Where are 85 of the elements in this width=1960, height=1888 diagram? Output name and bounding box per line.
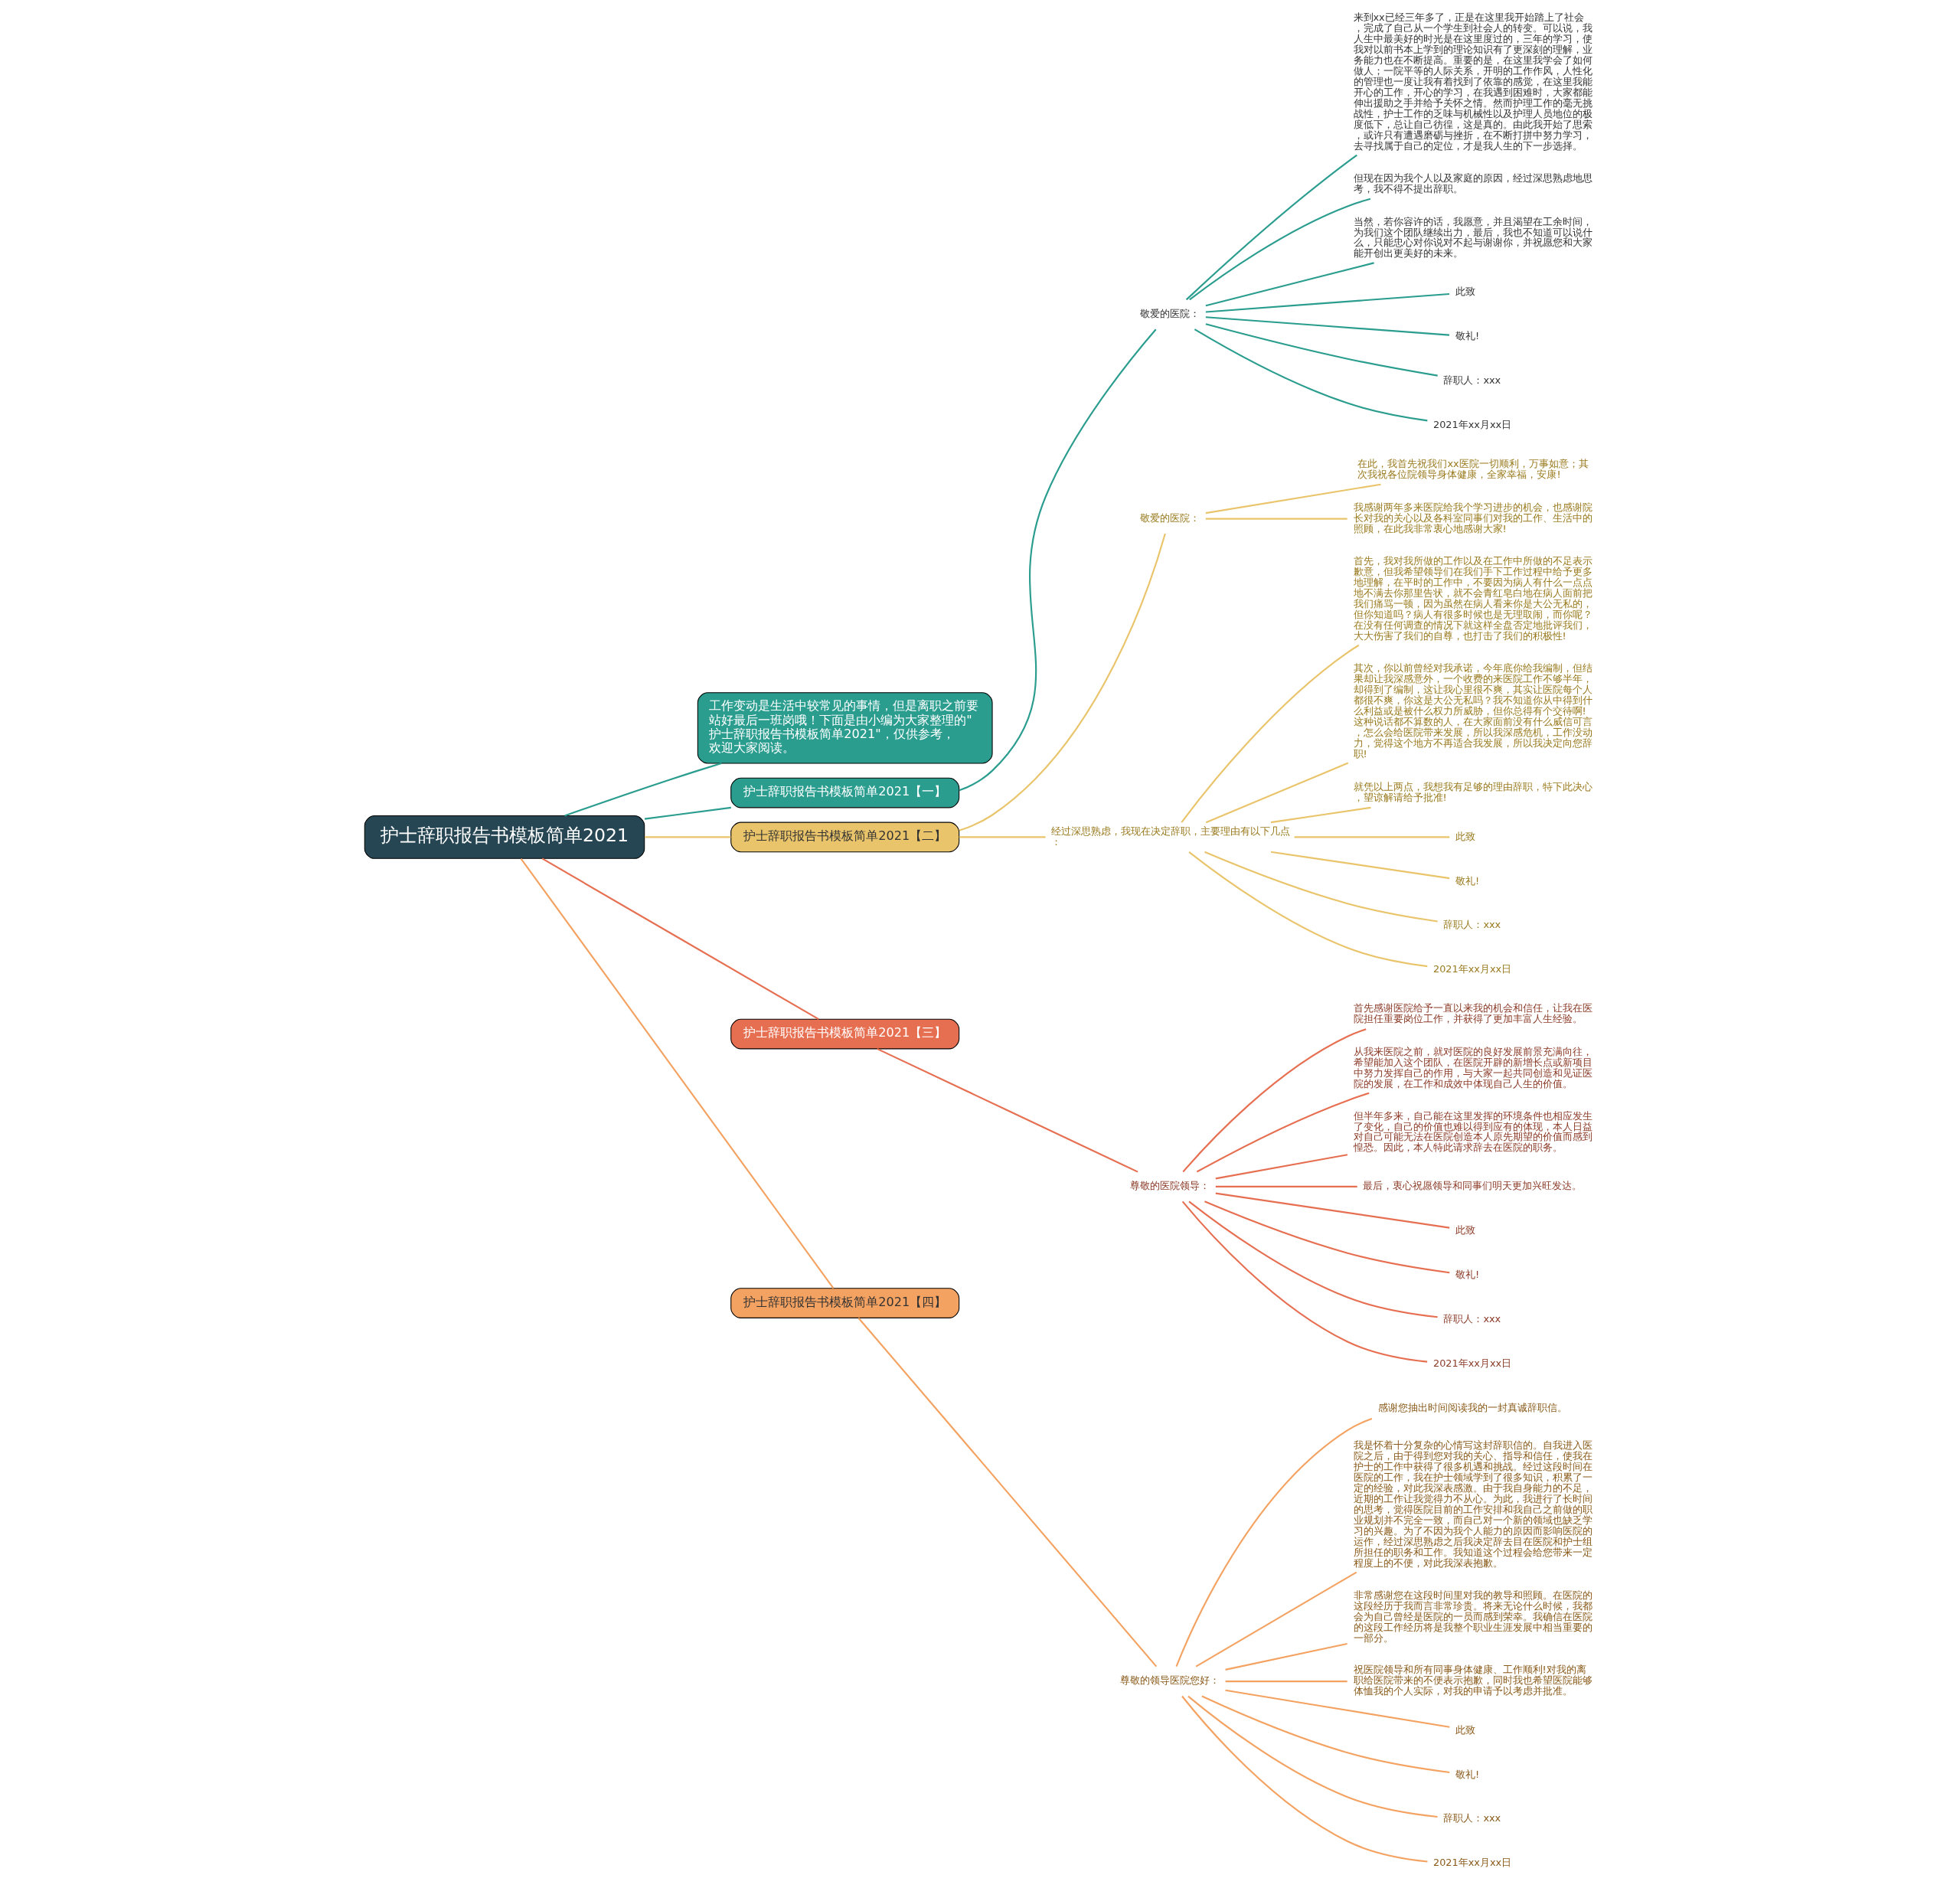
node-text: 非常感谢您在这段时间里对我的教导和照顾。在医院的这段经历于我而言非常珍贵。将来无论什么时候，我都会为自己曾经是医院的一员而感到荣幸。我确信在医院的这段工作经历将是我整个职业生涯发展中相当重要的一部分。	[1353, 1589, 1592, 1644]
connector	[1270, 806, 1371, 824]
node-text: 敬礼!	[1455, 874, 1479, 887]
node-text: 但现在因为我个人以及家庭的原因，经过深思熟虑地思考，我不得不提出辞职。	[1353, 171, 1592, 194]
connector	[876, 1047, 1138, 1173]
connector	[1205, 483, 1381, 514]
node-text: 但半年多来，自己能在这里发挥的环境条件也相应发生了变化，自己的价值也难以得到应有的体现，本人日益对自己可能无法在医院创造本人原先期望的价值而感到惶恐。因此，本人特此请求辞去在医院的职务。	[1353, 1109, 1592, 1154]
connector	[1194, 328, 1427, 422]
node-text: 辞职人：xxx	[1442, 919, 1501, 931]
connector	[959, 328, 1156, 792]
connector	[858, 1317, 1157, 1668]
connector	[1205, 262, 1374, 307]
connector	[1205, 518, 1348, 520]
node-text: 尊敬的医院领导：	[1129, 1180, 1210, 1192]
node-text: 此致	[1455, 1224, 1475, 1236]
node-text: 此致	[1455, 830, 1475, 842]
node-text: 敬爱的医院：	[1139, 308, 1200, 320]
connector	[959, 836, 1046, 838]
node-box: 护士辞职报告书模板简单2021【二】	[730, 822, 959, 853]
node-text: 辞职人：xxx	[1442, 374, 1501, 386]
node-text: 敬礼!	[1455, 330, 1479, 342]
connector	[1187, 1200, 1438, 1318]
connector	[1181, 1695, 1428, 1863]
connector	[1224, 1689, 1449, 1728]
connector	[1215, 1192, 1449, 1229]
connector	[1180, 644, 1359, 823]
connector	[644, 806, 731, 820]
node-text: 辞职人：xxx	[1442, 1312, 1501, 1325]
node-text: 我感谢两年多来医院给我个学习进步的机会，也感谢院长对我的关心以及各科室同事们对我的工作、生活中的照顾，在此我非常衷心地感谢大家!	[1353, 501, 1592, 534]
node-text: 在此，我首先祝我们xx医院一切顺利，万事如意；其次我祝各位院领导身体健康，全家幸福，安康!	[1357, 457, 1589, 480]
connector	[1195, 1571, 1357, 1668]
connector	[1188, 198, 1370, 301]
node-text: 经过深思熟虑，我现在决定辞职，主要理由有以下几点：	[1050, 825, 1290, 848]
connector	[1187, 851, 1427, 968]
node-text: 敬礼!	[1455, 1768, 1479, 1780]
node-text: 敬礼!	[1455, 1268, 1479, 1280]
connector	[1215, 1185, 1357, 1187]
node-box: 工作变动是生活中较常见的事情，但是离职之前要站好最后一班岗哦！下面是由小编为大家整理的"护士辞职报告书模板简单2021"，仅供参考，欢迎大家阅读。	[697, 692, 993, 764]
connector	[959, 533, 1166, 831]
connector	[644, 836, 730, 838]
node-text: 辞职人：xxx	[1442, 1812, 1501, 1824]
connector	[1205, 762, 1348, 824]
connector	[1270, 851, 1449, 880]
connector	[1204, 1200, 1449, 1274]
connector	[1205, 316, 1449, 336]
node-text: 我是怀着十分复杂的心情写这封辞职信的。自我进入医院之后，由于得到您对我的关心、指导和信任，使我在护士的工作中获得了很多机遇和挑战。经过这段时间在医院的工作，我在护士领域学到了很多知识，积累了一定的经验，对此我深表感激。由于我自身能力的不足，近期的工作让我觉得力不从心。为此，我进行了长时间的思考，觉得医院目前的工作安排和我自己之前做的职业规划并不完全一致，而自己对一个新的领域也缺乏学习的兴趣。为了不因为我个人能力的原因而影响医院的运作，经过深思熟虑之后我决定辞去目在医院和护士组所担任的职务和工作。我知道这个过程会给您带来一定程度上的不便，对此我深表抱歉。	[1353, 1439, 1592, 1569]
node-text: 其次，你以前曾经对我承诺，今年底你给我编制，但结果却让我深感意外，一个收费的来医院工作不够半年，却得到了编制，这让我心里很不爽，其实让医院每个人都很不爽，你这是大公无私吗？我不知道你从中得到什么利益或是被什么权力所威胁，但你总得有个交待啊!这种说话都不算数的人，在大家面前没有什么威信可言，怎么会给医院带来发展，所以我深感危机，工作没动力，觉得这个地方不再适合我发展，所以我决定向您辞职!	[1353, 662, 1592, 759]
connector	[1215, 1154, 1348, 1180]
connector	[1204, 851, 1438, 923]
connector	[1294, 836, 1449, 838]
node-text: 从我来医院之前，就对医院的良好发展前景充满向往，希望能加入这个团队，在医院开辟的新增长点或新项目中努力发挥自己的作用，与大家一起共同创造和见证医院的发展，在工作和成效中体现自己人生的价值。	[1353, 1046, 1592, 1089]
node-box: 护士辞职报告书模板简单2021【四】	[730, 1288, 959, 1318]
node-text: 当然，若你容许的话，我愿意，并且渴望在工余时间，为我们这个团队继续出力，最后，我也不知道可以说什么，只能忠心对你说对不起与谢谢你，并祝愿您和大家能开创出更美好的未来。	[1353, 215, 1592, 260]
node-box: 护士辞职报告书模板简单2021	[364, 815, 645, 859]
node-text: 2021年xx月xx日	[1432, 1857, 1511, 1869]
connector	[1224, 1642, 1348, 1671]
node-box: 护士辞职报告书模板简单2021【一】	[730, 777, 959, 808]
node-text: 尊敬的领导医院您好：	[1119, 1674, 1220, 1687]
connector	[1187, 1695, 1438, 1818]
node-text: 就凭以上两点，我想我有足够的理由辞职，特下此决心，望谅解请给予批准!	[1353, 780, 1592, 803]
connector	[541, 857, 819, 1021]
node-text: 此致	[1455, 286, 1475, 298]
connector	[1185, 154, 1357, 301]
node-text: 感谢您抽出时间阅读我的一封真诚辞职信。	[1377, 1401, 1567, 1413]
node-text: 最后，衷心祝愿领导和同事们明天更加兴旺发达。	[1362, 1180, 1582, 1192]
node-text: 此致	[1455, 1723, 1475, 1736]
connector	[520, 857, 834, 1289]
node-text: 2021年xx月xx日	[1432, 1357, 1511, 1369]
connector	[564, 762, 722, 817]
connector	[1181, 1200, 1427, 1363]
connector	[1175, 1417, 1372, 1667]
node-text: 首先感谢医院给予一直以来我的机会和信任，让我在医院担任重要岗位工作，并获得了更加丰富人生经验。	[1353, 1002, 1592, 1025]
connector	[1182, 1028, 1367, 1173]
connector	[1225, 1681, 1348, 1683]
node-text: 2021年xx月xx日	[1432, 963, 1511, 975]
node-box: 护士辞职报告书模板简单2021【三】	[730, 1018, 959, 1050]
connector	[1200, 1695, 1449, 1774]
node-text: 首先，我对我所做的工作以及在工作中所做的不足表示歉意，但我希望领导们在我们手下工作过程中给予更多地理解，在平时的工作中，不要因为病人有什么一点点地不满去你那里告状，就不会青红皂白地在病人面前把我们痛骂一顿，因为虽然在病人看来你是大公无私的，但你知道吗？病人有很多时候也是无理取闹，而你呢？在没有任何调查的情况下就这样全盘否定地批评我们，大大伤害了我们的自尊，也打击了我们的积极性!	[1353, 555, 1592, 642]
connector	[1196, 1092, 1369, 1173]
connector	[1205, 323, 1438, 377]
node-text: 祝医院领导和所有同事身体健康、工作顺利!对我的离职给医院带来的不便表示抱歉，同时我也希望医院能够体恤我的个人实际，对我的申请予以考虑并批准。	[1353, 1664, 1592, 1697]
node-text: 来到xx已经三年多了，正是在这里我开始踏上了社会，完成了自己从一个学生到社会人的转变。可以说，我人生中最美好的时光是在这里度过的，三年的学习，使我对以前书本上学到的理论知识有了更深刻的理解，业务能力也在不断提高。重要的是，在这里我学会了如何做人；一院平等的人际关系，开明的工作作风，人性化的管理也一度让我有着找到了依靠的感觉，在这里我能开心的工作，开心的学习，在我遇到困难时，大家都能伸出援助之手并给予关怀之情。然而护理工作的毫无挑战性，护士工作的乏味与机械性以及护理人员地位的极度低下，总让自己彷徨，这是真的。由此我开始了思索，或许只有遭遇磨砺与挫折，在不断打拼中努力学习，去寻找属于自己的定位，才是我人生的下一步选择。	[1353, 11, 1592, 152]
node-text: 敬爱的医院：	[1139, 511, 1200, 524]
connector	[1205, 292, 1449, 313]
node-text: 2021年xx月xx日	[1432, 418, 1511, 430]
